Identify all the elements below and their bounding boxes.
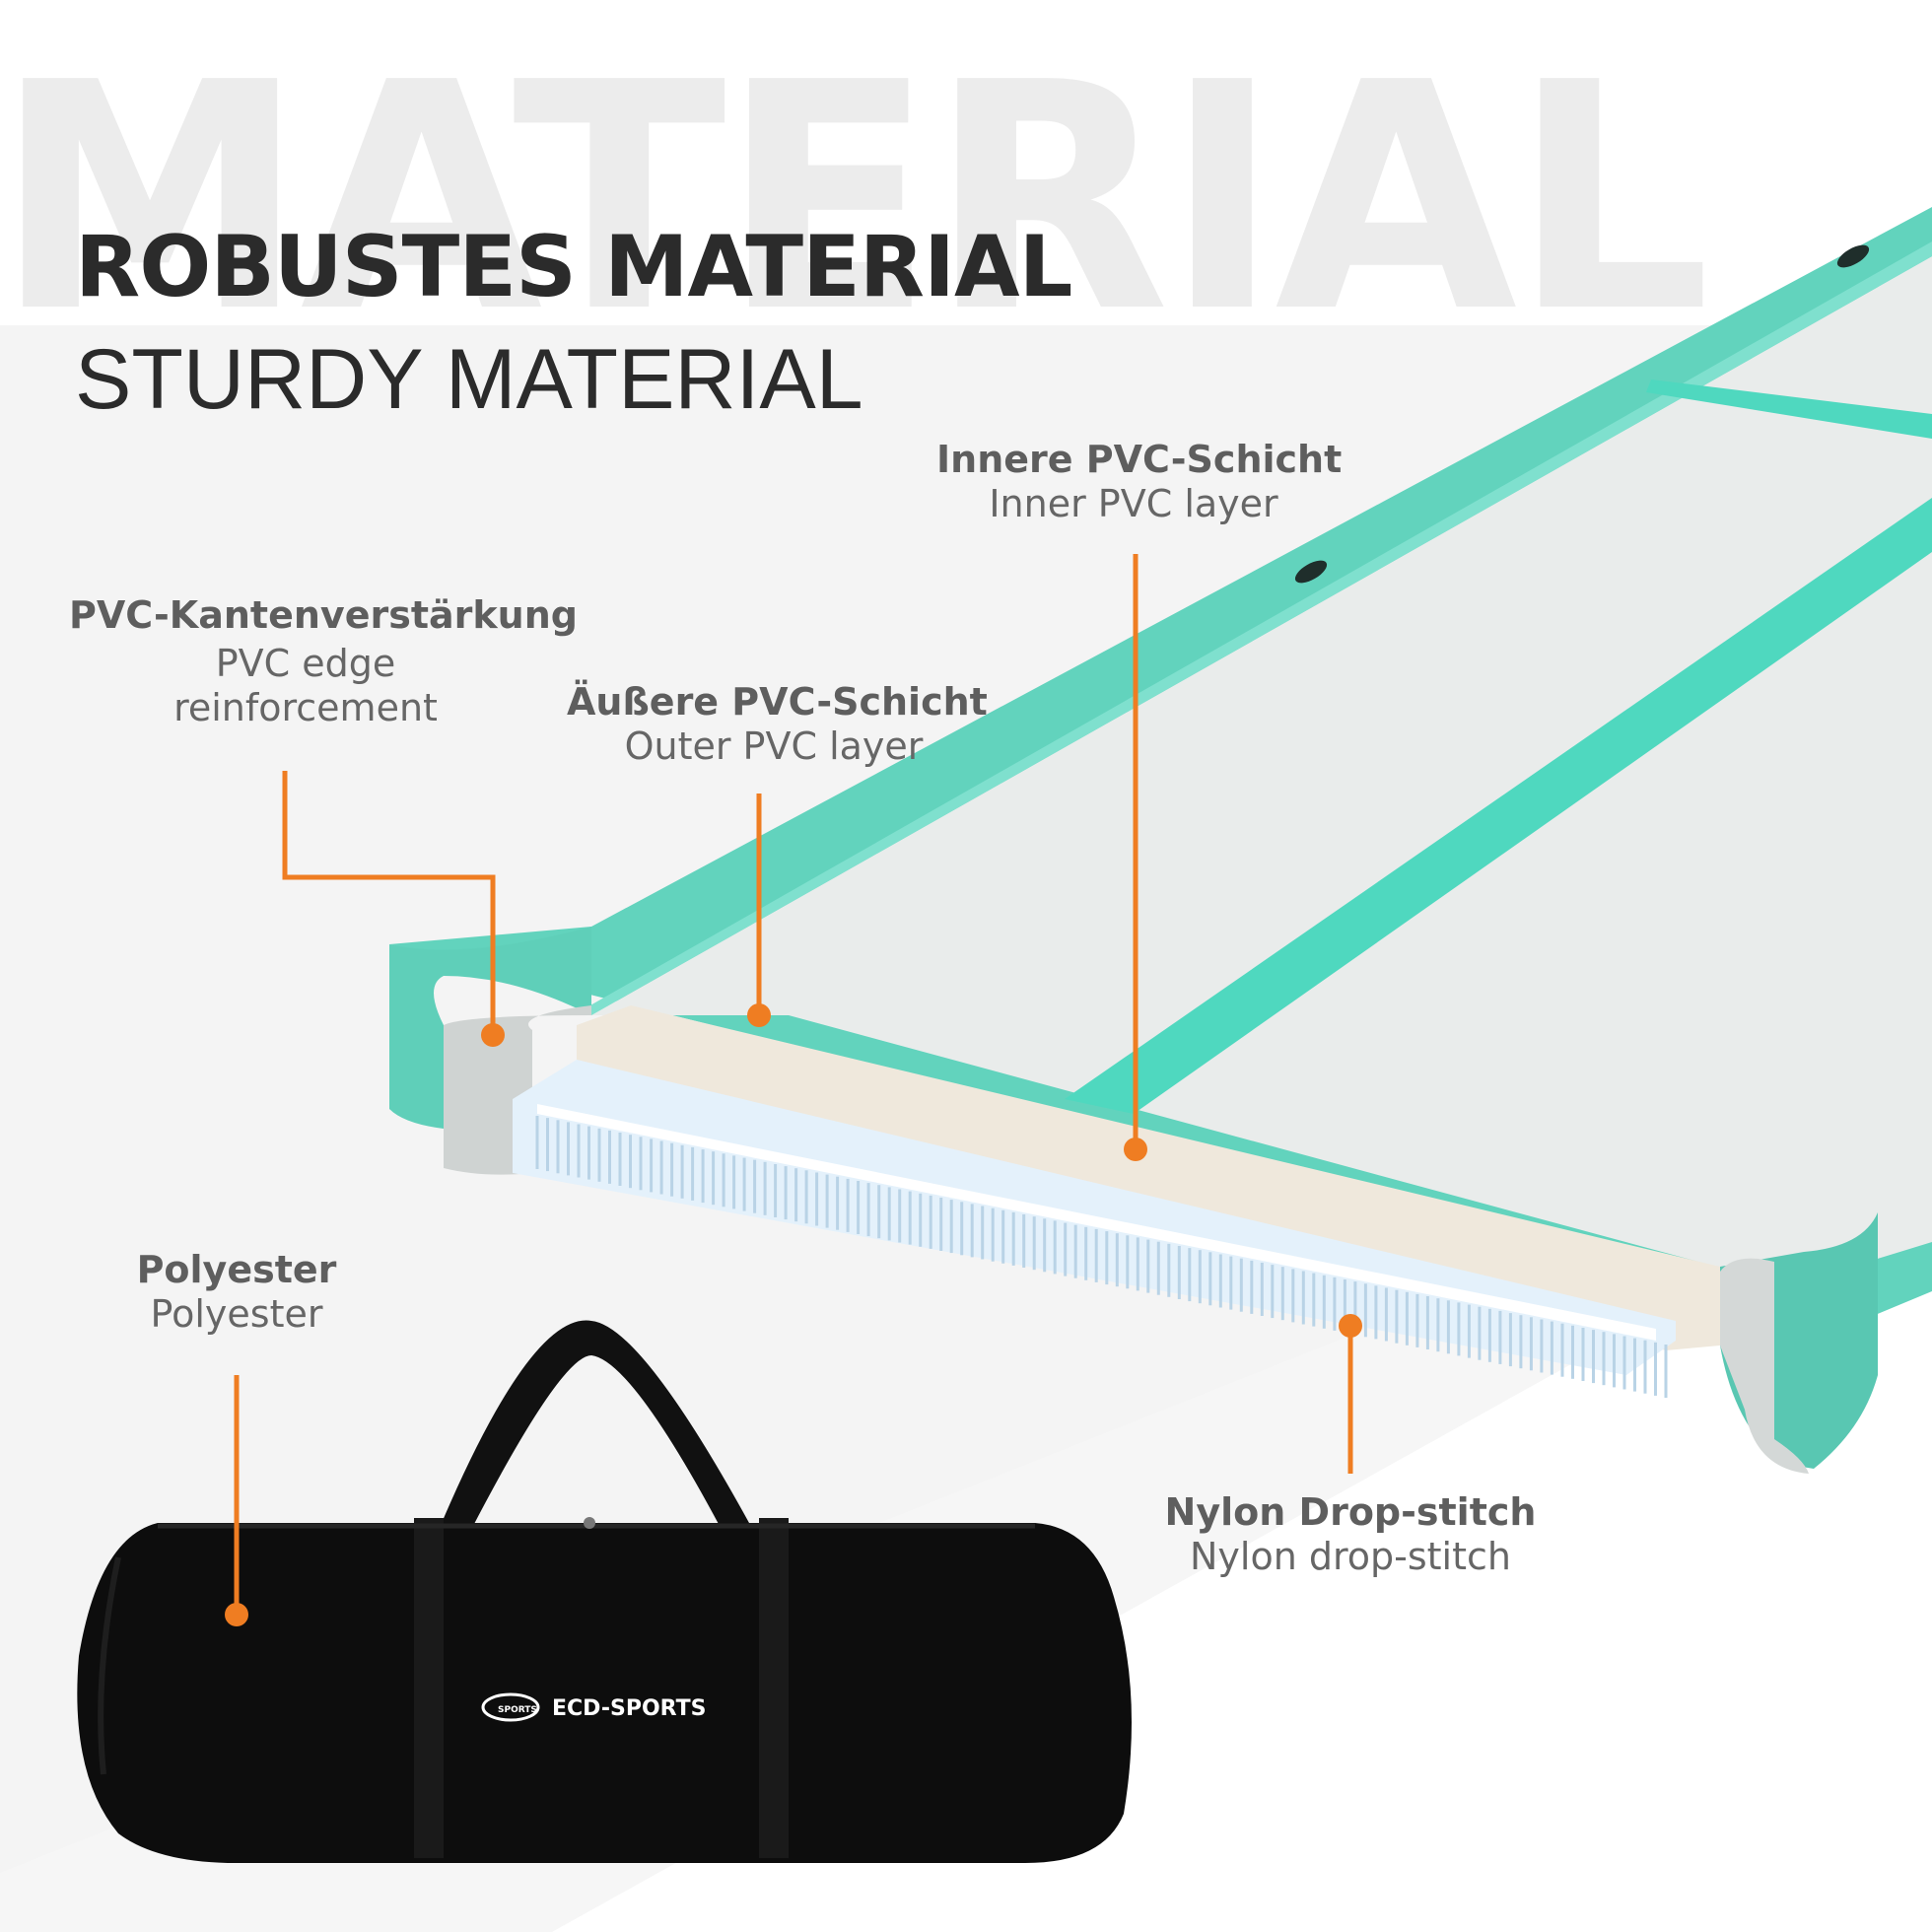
dropstitch-threads	[535, 1116, 1668, 1398]
brand-name: ECD-SPORTS	[552, 1696, 706, 1721]
mat-stripe-2	[1646, 380, 1932, 439]
label-inner-layer-de: Innere PVC-Schicht	[936, 438, 1343, 481]
label-inner-layer-en: Inner PVC layer	[989, 481, 1278, 525]
label-dropstitch-de: Nylon Drop-stitch	[1164, 1490, 1537, 1534]
zipper-pull	[584, 1517, 595, 1529]
dropstitch-leader-dot	[1339, 1314, 1362, 1338]
label-edge-de: PVC-Kantenverstärkung	[69, 593, 578, 637]
label-edge-en: PVC edge reinforcement	[173, 641, 438, 729]
label-inner-layer: Innere PVC-Schicht Inner PVC layer	[936, 438, 1343, 526]
label-dropstitch-en: Nylon drop-stitch	[1189, 1534, 1511, 1578]
air-track-mat	[389, 207, 1932, 1474]
edge-leader-dot	[481, 1023, 505, 1047]
bag-handle	[442, 1320, 749, 1526]
handle-2	[1294, 560, 1328, 584]
outer-leader-dot	[747, 1003, 771, 1027]
bag-strap-right	[759, 1518, 789, 1858]
inner-leader-dot	[1124, 1138, 1147, 1161]
label-outer-layer: Äußere PVC-Schicht Outer PVC layer	[567, 680, 988, 769]
label-outer-layer-de: Äußere PVC-Schicht	[567, 680, 988, 724]
edge-leader-line	[282, 771, 496, 1035]
label-dropstitch: Nylon Drop-stitch Nylon drop-stitch	[1158, 1490, 1543, 1579]
logo-mark-text: SPORTS	[498, 1705, 537, 1715]
mat-stripe-1	[1065, 498, 1932, 1114]
callout-lines	[225, 554, 1362, 1626]
bag-body	[77, 1523, 1132, 1863]
carry-bag: SPORTS ECD-SPORTS	[77, 1320, 1132, 1863]
mat-left-edge	[389, 927, 591, 1129]
brand-logo: SPORTS ECD-SPORTS	[481, 1692, 706, 1722]
page-subtitle: STURDY MATERIAL	[75, 332, 863, 427]
bag-strap-left	[414, 1518, 444, 1858]
watermark-text: MATERIAL	[0, 16, 1711, 380]
label-polyester: Polyester Polyester	[89, 1248, 384, 1337]
polyester-leader-dot	[225, 1603, 248, 1626]
handle-1	[1836, 244, 1870, 268]
label-polyester-de: Polyester	[136, 1248, 337, 1291]
label-polyester-en: Polyester	[150, 1291, 323, 1336]
page-title: ROBUSTES MATERIAL	[75, 218, 1072, 316]
label-edge: PVC-Kantenverstärkung PVC edge reinforce…	[69, 593, 578, 729]
label-outer-layer-en: Outer PVC layer	[624, 724, 924, 768]
